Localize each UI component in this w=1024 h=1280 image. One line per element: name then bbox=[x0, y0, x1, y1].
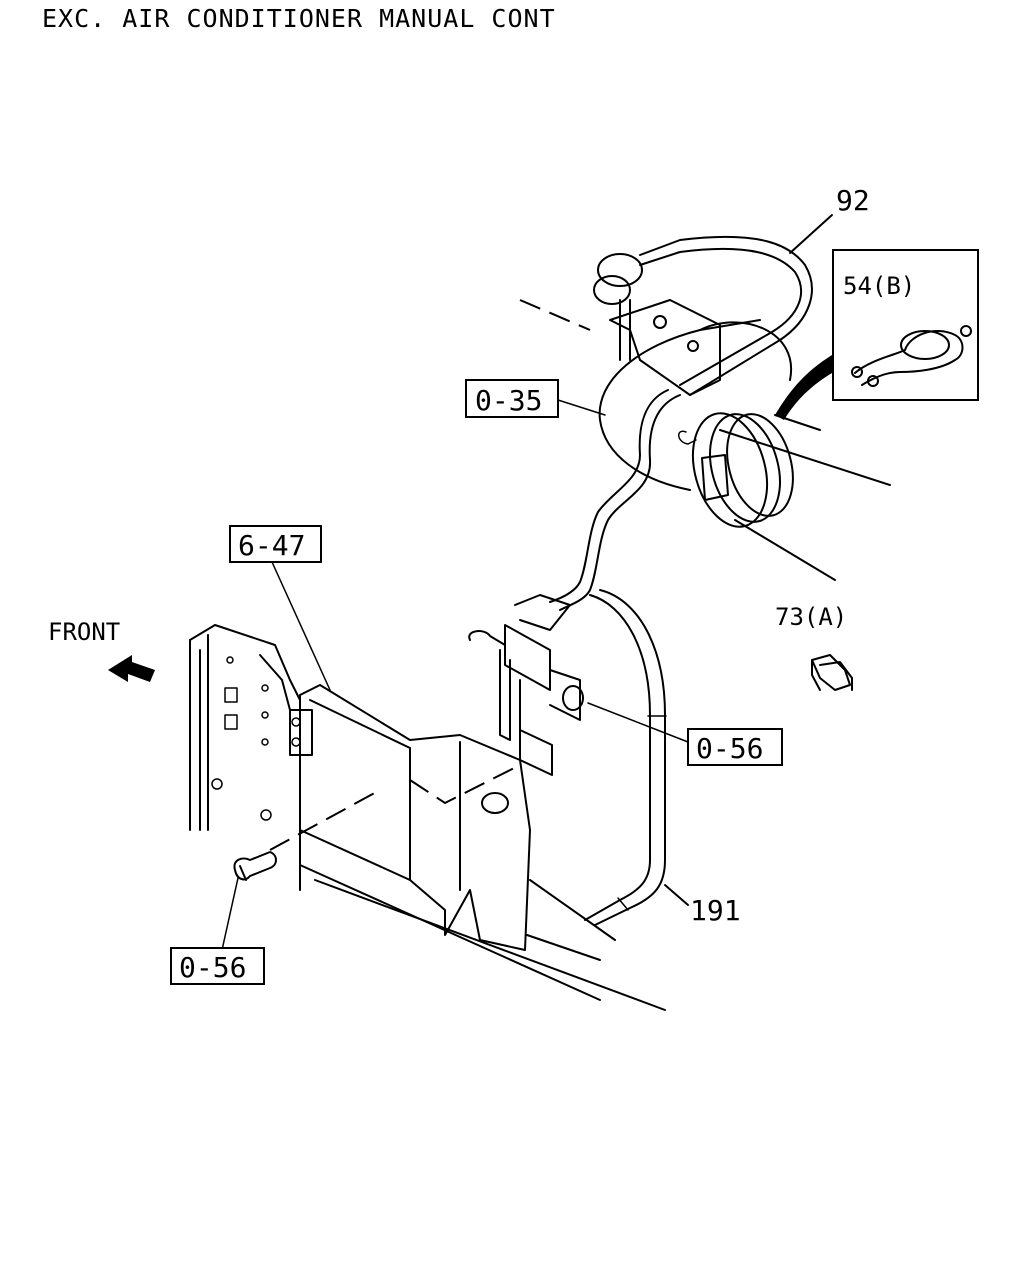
callout-92: 92 bbox=[836, 184, 870, 217]
front-direction-indicator: FRONT bbox=[48, 618, 155, 682]
callout-056-left: 0-56 bbox=[179, 951, 246, 984]
callout-box-035: 0-35 bbox=[465, 379, 559, 418]
callout-box-056-right: 0-56 bbox=[687, 728, 783, 766]
leader-lines bbox=[221, 399, 689, 951]
callout-73a: 73(A) bbox=[775, 603, 847, 631]
cable-92 bbox=[549, 214, 833, 611]
diagram-title: EXC. AIR CONDITIONER MANUAL CONT bbox=[42, 4, 556, 33]
callout-box-056-left: 0-56 bbox=[170, 947, 265, 985]
switch-assembly bbox=[468, 594, 584, 776]
detail-inset-54b bbox=[775, 249, 979, 420]
hose-191 bbox=[584, 589, 689, 926]
callout-056-right: 0-56 bbox=[696, 732, 763, 765]
callout-box-647: 6-47 bbox=[229, 525, 322, 563]
inset-frame bbox=[832, 249, 979, 401]
inset-pointer-arrow bbox=[775, 355, 832, 420]
callout-647: 6-47 bbox=[238, 529, 305, 562]
frame-bracket-drawing bbox=[189, 624, 666, 1011]
front-label: FRONT bbox=[48, 618, 120, 646]
front-arrow-icon bbox=[108, 655, 155, 682]
clip-73a bbox=[811, 654, 853, 691]
callout-54b: 54(B) bbox=[843, 272, 915, 300]
callout-191: 191 bbox=[690, 894, 741, 927]
callout-035: 0-35 bbox=[475, 384, 542, 417]
bolt-drawing bbox=[233, 851, 277, 881]
